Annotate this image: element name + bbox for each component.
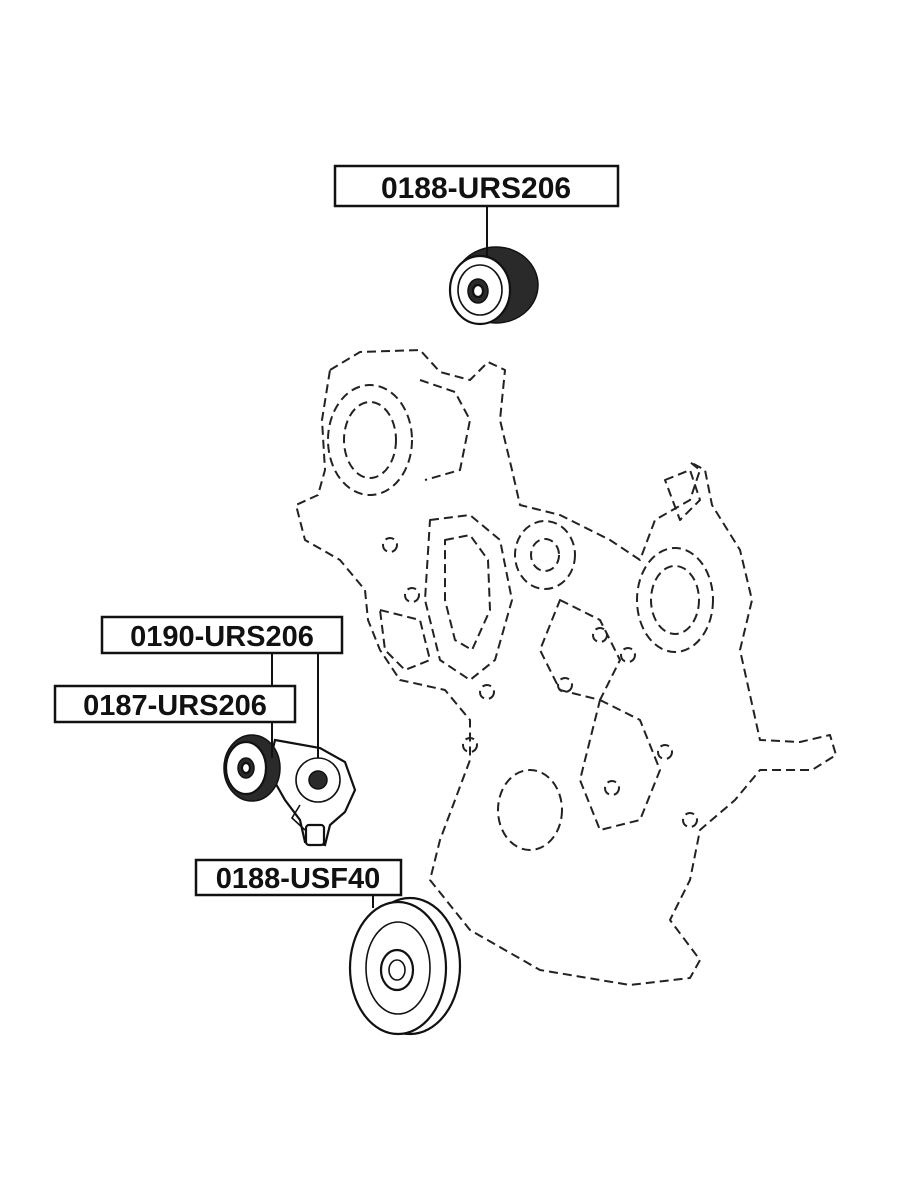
timing-cover: [295, 349, 837, 986]
callout-idler-bottom[interactable]: 0188-USF40: [194, 858, 403, 897]
tensioner-pulley: [223, 734, 281, 802]
belt-tensioner: [266, 738, 357, 847]
callout-tensioner[interactable]: 0190-URS206: [100, 615, 344, 655]
idler-pulley-top: [448, 246, 539, 326]
callout-tensioner-pulley[interactable]: 0187-URS206: [53, 684, 297, 724]
callout-idler-bottom-label: 0188-USF40: [216, 863, 380, 895]
callout-idler-top[interactable]: 0188-URS206: [333, 164, 620, 208]
callout-tensioner-pulley-label: 0187-URS206: [83, 690, 267, 722]
callout-idler-top-label: 0188-URS206: [381, 172, 571, 205]
callout-tensioner-label: 0190-URS206: [130, 621, 314, 653]
idler-pulley-bottom: [348, 896, 462, 1036]
